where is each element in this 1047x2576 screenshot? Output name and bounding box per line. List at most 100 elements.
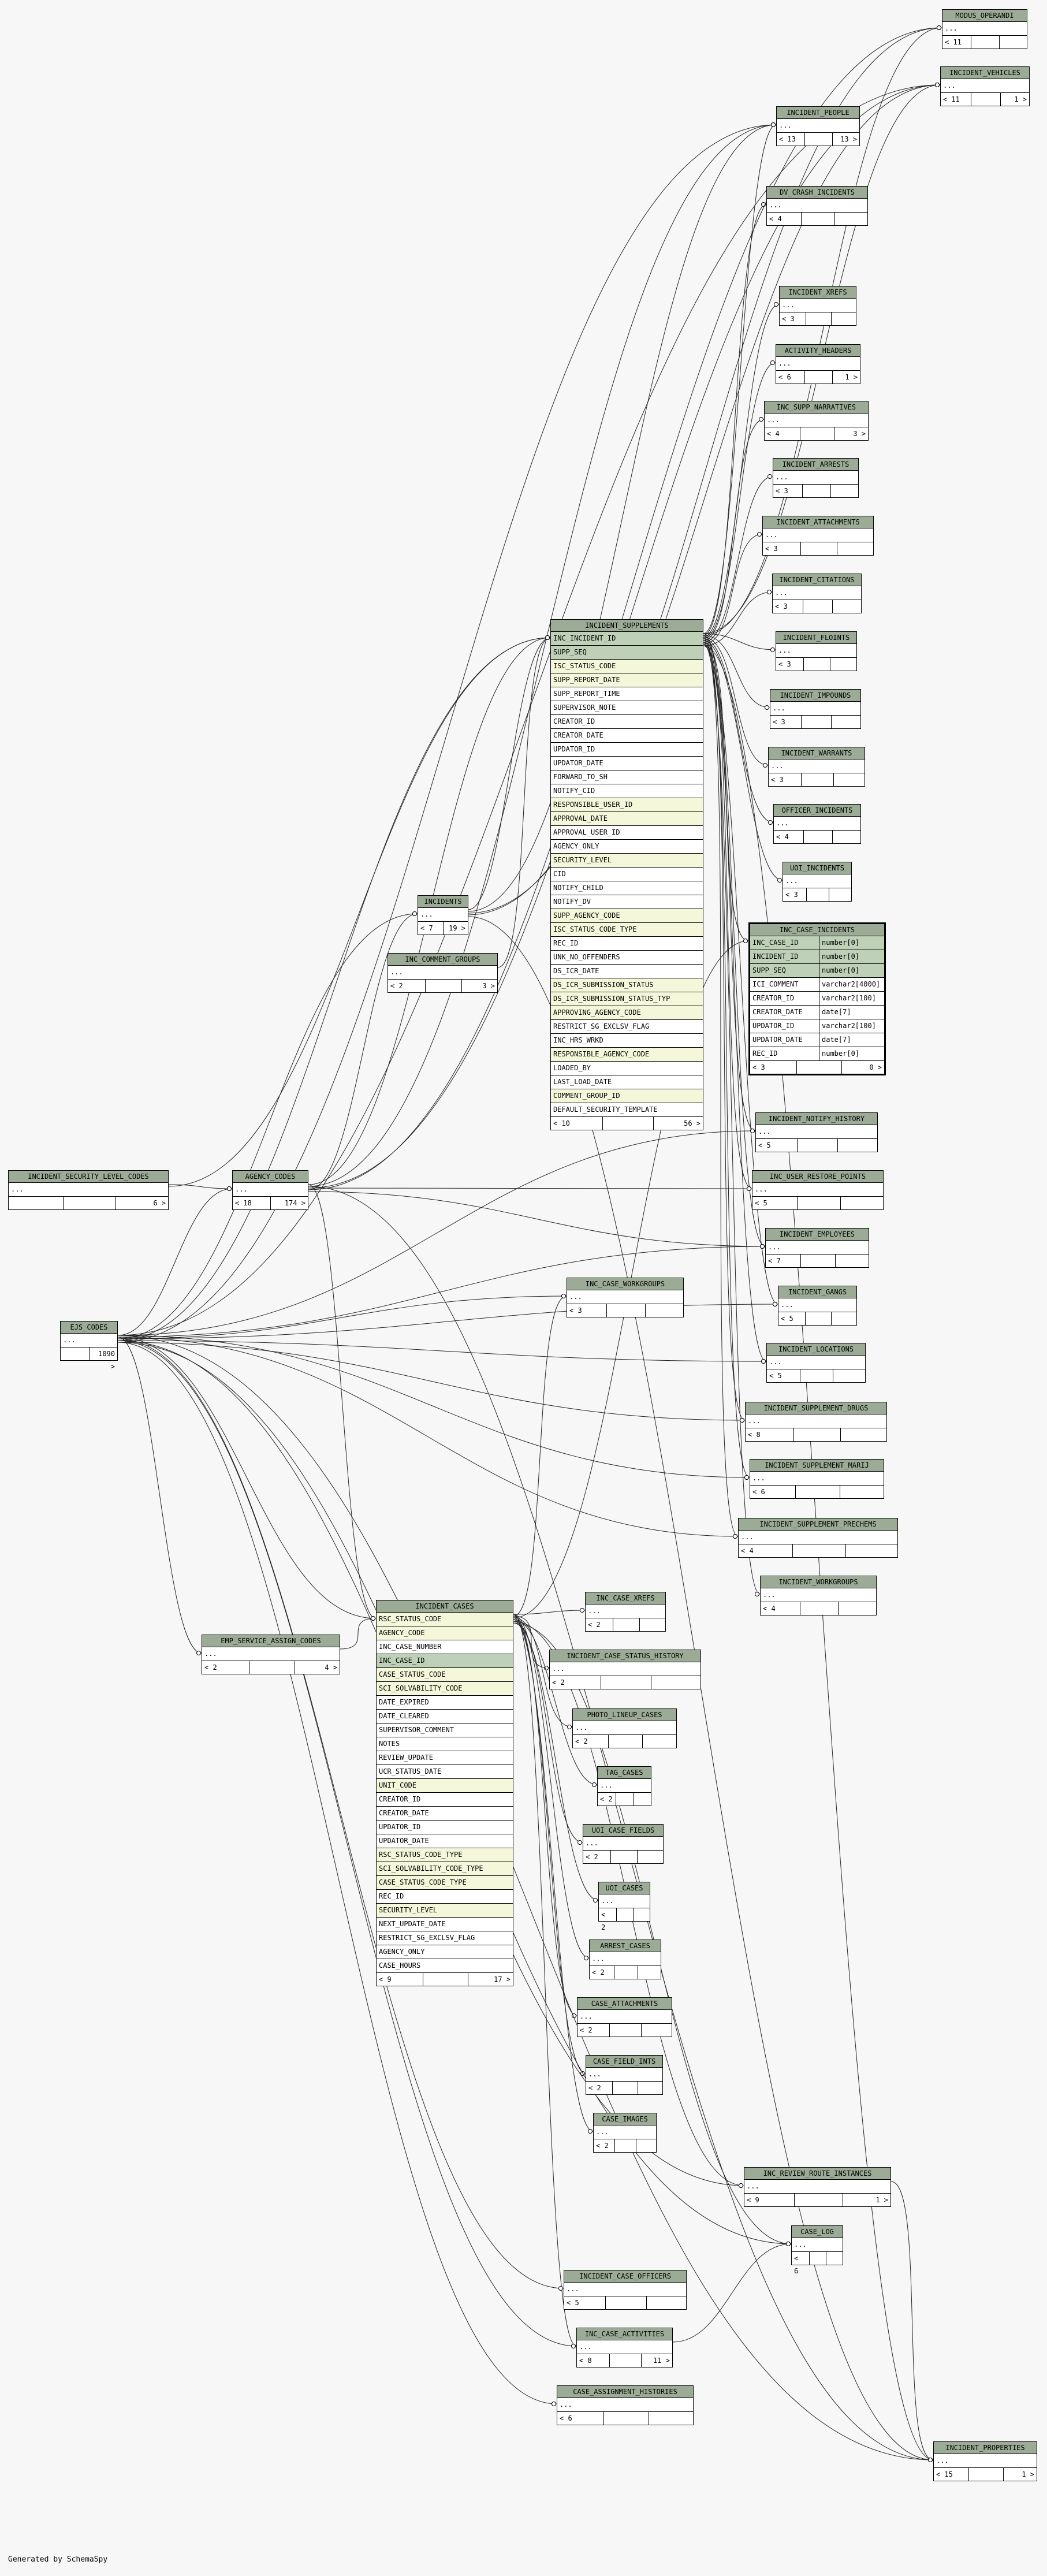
table-incident-warrants[interactable]: INCIDENT_WARRANTS...< 3 xyxy=(768,747,865,787)
table-case-log[interactable]: CASE_LOG...< 6 xyxy=(791,2225,843,2275)
column-name: FORWARD_TO_SH xyxy=(553,773,608,781)
column-row: DS_ICR_SUBMISSION_STATUS xyxy=(551,978,703,992)
table-incident-supplement-prechems[interactable]: INCIDENT_SUPPLEMENT_PRECHEMS...< 4 xyxy=(738,1518,898,1558)
table-incident-arrests[interactable]: INCIDENT_ARRESTS...< 3 xyxy=(773,458,859,498)
count-spacer xyxy=(64,1197,117,1209)
table-case-field-ints[interactable]: CASE_FIELD_INTS...< 2 xyxy=(586,2055,663,2095)
table-photo-lineup-cases[interactable]: PHOTO_LINEUP_CASES...< 2 xyxy=(572,1708,677,1748)
column-name: CID xyxy=(553,870,566,878)
table-case-assignment-histories[interactable]: CASE_ASSIGNMENT_HISTORIES...< 6 xyxy=(557,2385,694,2425)
column-name: REC_ID xyxy=(379,1892,404,1900)
table-incident-attachments[interactable]: INCIDENT_ATTACHMENTS...< 3 xyxy=(762,516,874,556)
column-name: REC_ID xyxy=(553,939,579,947)
child-count xyxy=(646,1304,683,1317)
relationship-counts: < 5 xyxy=(778,1312,856,1325)
table-incident-notify-history[interactable]: INCIDENT_NOTIFY_HISTORY...< 5 xyxy=(755,1112,878,1152)
table-modus-operandi[interactable]: MODUS_OPERANDI...< 11 xyxy=(942,9,1027,49)
table-incident-xrefs[interactable]: INCIDENT_XREFS...< 3 xyxy=(779,286,856,326)
collapsed-columns: ... xyxy=(746,1414,886,1428)
parent-count: < 3 xyxy=(770,716,802,728)
relationship-edge xyxy=(703,633,776,650)
child-count xyxy=(636,2139,656,2152)
parent-count: < 7 xyxy=(766,1255,802,1267)
column-row: UCR_STATUS_DATE xyxy=(377,1765,513,1779)
table-uoi-case-fields[interactable]: UOI_CASE_FIELDS...< 2 xyxy=(583,1824,664,1864)
edge-end-marker xyxy=(755,1592,759,1596)
child-count xyxy=(836,1255,869,1267)
table-name: OFFICER_INCIDENTS xyxy=(774,805,860,817)
edge-end-marker xyxy=(935,83,940,87)
edge-end-marker xyxy=(747,1186,751,1191)
child-count xyxy=(841,1428,886,1441)
table-name: MODUS_OPERANDI xyxy=(942,10,1027,22)
table-incident-employees[interactable]: INCIDENT_EMPLOYEES...< 7 xyxy=(765,1228,869,1268)
column-row: CREATOR_DATE xyxy=(377,1807,513,1821)
collapsed-columns: ... xyxy=(778,1298,856,1312)
table-name: INCIDENT_ATTACHMENTS xyxy=(763,516,873,528)
parent-count: < 2 xyxy=(594,2139,616,2152)
table-tag-cases[interactable]: TAG_CASES...< 2 xyxy=(597,1766,651,1806)
table-inc-case-xrefs[interactable]: INC_CASE_XREFS...< 2 xyxy=(585,1592,666,1632)
table-incident-case-officers[interactable]: INCIDENT_CASE_OFFICERS...< 5 xyxy=(564,2270,687,2310)
parent-count xyxy=(61,1347,90,1360)
table-inc-user-restore-points[interactable]: INC_USER_RESTORE_POINTS...< 5 xyxy=(752,1170,884,1210)
table-name: INCIDENT_XREFS xyxy=(780,286,856,299)
column-name: RSC_STATUS_CODE_TYPE xyxy=(379,1851,463,1859)
table-dv-crash-incidents[interactable]: DV_CRASH_INCIDENTS...< 4 xyxy=(766,186,868,226)
table-incident-security-level-codes[interactable]: INCIDENT_SECURITY_LEVEL_CODES...6 > xyxy=(8,1170,169,1210)
table-name: INCIDENT_CASE_STATUS_HISTORY xyxy=(550,1650,701,1662)
table-incident-supplement-marij[interactable]: INCIDENT_SUPPLEMENT_MARIJ...< 6 xyxy=(750,1459,884,1499)
table-case-images[interactable]: CASE_IMAGES...< 2 xyxy=(593,2113,657,2153)
table-incident-floints[interactable]: INCIDENT_FLOINTS...< 3 xyxy=(776,631,857,671)
relationship-edge xyxy=(703,591,773,646)
child-count: 1090 > xyxy=(98,1350,115,1371)
column-name: SUPP_SEQ xyxy=(553,648,587,656)
table-incident-workgroups[interactable]: INCIDENT_WORKGROUPS...< 4 xyxy=(760,1576,877,1615)
table-inc-case-workgroups[interactable]: INC_CASE_WORKGROUPS...< 3 xyxy=(567,1278,684,1317)
collapsed-columns: ... xyxy=(773,471,858,485)
table-arrest-cases[interactable]: ARREST_CASES...< 2 xyxy=(589,1940,661,1979)
collapsed-columns: ... xyxy=(763,528,873,542)
count-spacer xyxy=(804,831,833,843)
table-case-attachments[interactable]: CASE_ATTACHMENTS...< 2 xyxy=(577,1997,672,2037)
table-officer-incidents[interactable]: OFFICER_INCIDENTS...< 4 xyxy=(773,804,861,844)
relationship-counts: < 3 xyxy=(773,485,858,497)
column-row: NOTIFY_DV xyxy=(551,895,703,909)
column-row: DATE_CLEARED xyxy=(377,1710,513,1723)
table-incident-locations[interactable]: INCIDENT_LOCATIONS...< 5 xyxy=(766,1343,866,1383)
count-spacer xyxy=(810,2252,827,2265)
column-name: AGENCY_ONLY xyxy=(379,1948,425,1956)
edge-end-marker xyxy=(774,302,778,307)
relationship-edge xyxy=(513,1621,583,1843)
table-uoi-incidents[interactable]: UOI_INCIDENTS...< 3 xyxy=(783,862,852,902)
column-row: RSC_STATUS_CODE xyxy=(377,1613,513,1626)
table-incident-gangs[interactable]: INCIDENT_GANGS...< 5 xyxy=(778,1286,857,1326)
column-row: CID xyxy=(551,868,703,881)
table-incident-impounds[interactable]: INCIDENT_IMPOUNDS...< 3 xyxy=(770,689,861,729)
collapsed-columns: ... xyxy=(750,1472,884,1486)
table-incident-supplement-drugs[interactable]: INCIDENT_SUPPLEMENT_DRUGS...< 8 xyxy=(745,1402,887,1442)
table-incident-citations[interactable]: INCIDENT_CITATIONS...< 3 xyxy=(772,574,862,613)
table-incident-case-status-history[interactable]: INCIDENT_CASE_STATUS_HISTORY...< 2 xyxy=(549,1650,701,1689)
column-name: REC_ID xyxy=(752,1049,778,1058)
table-ejs-codes[interactable]: EJS_CODES...1090 > xyxy=(60,1321,118,1371)
table-uoi-cases[interactable]: UOI_CASES...< 2 xyxy=(598,1882,650,1931)
edge-end-marker xyxy=(767,590,772,594)
